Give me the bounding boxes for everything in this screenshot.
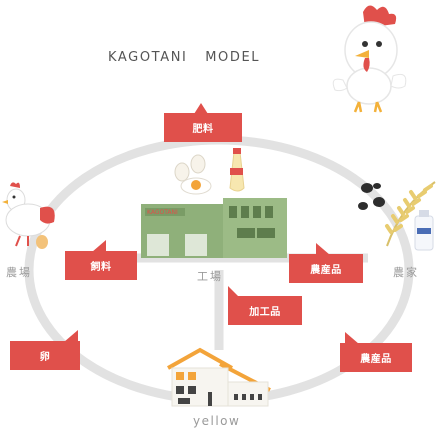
node-label-shop: yellow — [193, 414, 241, 428]
title-part-2: MODEL — [205, 50, 261, 65]
title-part-1: KAGOTANI — [108, 50, 188, 65]
chicken-mascot-icon — [332, 5, 407, 113]
shop-house-icon — [167, 347, 271, 407]
factory-sign: KAGOTANI — [147, 209, 178, 216]
flow-tag-produce-bottom: 農産品 — [340, 343, 412, 372]
flow-label-feed: 飼料 — [90, 262, 112, 273]
tag-pointer-icon — [92, 240, 106, 252]
flow-label-eggs: 卵 — [39, 352, 51, 363]
flow-tag-processed: 加工品 — [228, 296, 302, 325]
node-label-farmer: 農家 — [393, 266, 419, 279]
node-label-farm: 農場 — [6, 266, 32, 279]
node-label-factory: 工場 — [197, 270, 223, 283]
flow-label-produce-right: 農産品 — [310, 265, 342, 276]
eggs-mayonnaise-icon — [174, 148, 245, 195]
flow-tag-fertilizer: 肥料 — [164, 113, 242, 142]
flow-label-fertilizer: 肥料 — [192, 124, 214, 135]
tag-pointer-icon — [64, 330, 78, 342]
farm-produce-icon — [358, 181, 436, 251]
flow-tag-feed: 飼料 — [65, 251, 137, 280]
flow-tag-produce-right: 農産品 — [289, 254, 363, 283]
diagram-title: KAGOTANI MODEL — [108, 50, 272, 65]
tag-pointer-icon — [316, 243, 330, 255]
tag-pointer-icon — [194, 103, 208, 114]
factory-icon: KAGOTANI — [141, 198, 287, 258]
flow-label-processed: 加工品 — [249, 307, 281, 318]
flow-tag-eggs: 卵 — [10, 341, 80, 370]
hen-icon — [2, 182, 55, 249]
tag-pointer-icon — [345, 332, 359, 344]
flow-label-produce-bottom: 農産品 — [360, 354, 392, 365]
tag-pointer-icon — [228, 286, 240, 298]
